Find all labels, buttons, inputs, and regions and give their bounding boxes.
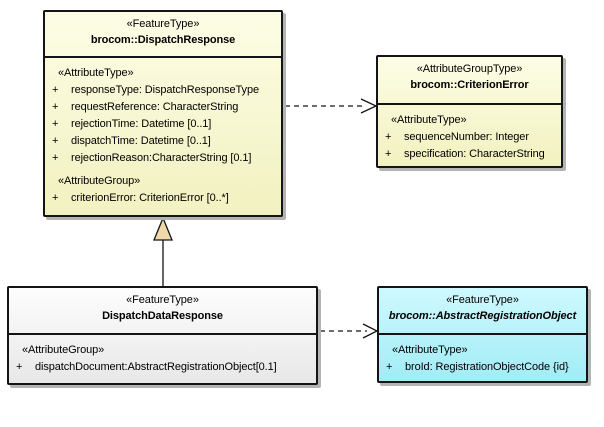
class-attributes: «AttributeType» + responseType: DispatchR… [45,58,281,207]
visibility-marker: + [52,192,59,204]
section-heading: «AttributeGroup» [58,175,141,187]
class-stereotype: «FeatureType» [446,294,519,306]
attribute-text: rejectionTime: Datetime [0..1] [71,118,212,130]
class-box-dispatch-data-response[interactable]: «FeatureType» DispatchDataResponse «Attr… [7,286,318,385]
class-box-dispatch-response[interactable]: «FeatureType» brocom::DispatchResponse «… [43,10,283,217]
attribute-row: + dispatchDocument:AbstractRegistrationOb… [9,359,316,376]
visibility-marker: + [385,148,392,160]
class-attributes: «AttributeGroup» + dispatchDocument:Abstr… [9,335,316,376]
class-stereotype: «FeatureType» [126,18,200,30]
section-heading: «AttributeGroup» [22,344,105,356]
class-name: DispatchDataResponse [102,310,223,322]
visibility-marker: + [52,152,59,164]
attribute-text: criterionError: CriterionError [0..*] [71,192,229,204]
attribute-text: rejectionReason:CharacterString [0.1] [71,152,252,164]
attribute-text: specification: CharacterString [404,148,545,160]
attribute-row: + rejectionReason:CharacterString [0.1] [45,150,281,167]
visibility-marker: + [52,135,59,147]
class-header: «AttributeGroupType» brocom::CriterionEr… [378,57,561,105]
visibility-marker: + [52,101,59,113]
class-name: brocom::CriterionError [410,79,529,91]
class-attributes: «AttributeType» + broId: RegistrationObje… [379,335,586,376]
generalization-connector-dispatchdataresponse-dispatchresponse[interactable] [153,216,173,286]
attribute-row: + sequenceNumber: Integer [378,129,561,146]
attribute-row: + broId: RegistrationObjectCode {id} [379,359,586,376]
attribute-text: broId: RegistrationObjectCode {id} [405,361,569,373]
class-box-criterion-error[interactable]: «AttributeGroupType» brocom::CriterionEr… [376,55,563,168]
section-heading: «AttributeType» [58,67,134,79]
attribute-text: dispatchTime: Datetime [0..1] [71,135,211,147]
section-heading: «AttributeType» [392,344,468,356]
class-attributes: «AttributeType» + sequenceNumber: Integer… [378,105,561,163]
class-header: «FeatureType» DispatchDataResponse [9,288,316,335]
class-box-abstract-registration-object[interactable]: «FeatureType» brocom::AbstractRegistrati… [377,286,588,383]
open-arrowhead-icon [360,98,378,114]
section-heading: «AttributeType» [391,114,467,126]
dependency-connector-dispatchdataresponse-abstractregistrationobject[interactable] [320,323,379,339]
dependency-connector-dispatchresponse-criterionerror[interactable] [285,98,378,114]
attribute-row: + dispatchTime: Datetime [0..1] [45,133,281,150]
attribute-row: + responseType: DispatchResponseType [45,82,281,99]
visibility-marker: + [386,361,393,373]
attribute-row: + criterionError: CriterionError [0..*] [45,190,281,207]
hollow-triangle-arrowhead-icon [153,216,173,241]
class-header: «FeatureType» brocom::DispatchResponse [45,12,281,58]
attribute-text: sequenceNumber: Integer [404,131,529,143]
visibility-marker: + [52,118,59,130]
attribute-row: + rejectionTime: Datetime [0..1] [45,116,281,133]
class-stereotype: «AttributeGroupType» [416,63,523,75]
class-name: brocom::DispatchResponse [90,34,236,46]
class-stereotype: «FeatureType» [126,294,199,306]
class-name: brocom::AbstractRegistrationObject [388,310,577,322]
attribute-row: + requestReference: CharacterString [45,99,281,116]
attribute-row: + specification: CharacterString [378,146,561,163]
visibility-marker: + [385,131,392,143]
class-header: «FeatureType» brocom::AbstractRegistrati… [379,288,586,335]
attribute-text: requestReference: CharacterString [71,101,239,113]
visibility-marker: + [52,84,59,96]
attribute-text: dispatchDocument:AbstractRegistrationObj… [35,361,277,373]
attribute-text: responseType: DispatchResponseType [71,84,259,96]
visibility-marker: + [16,361,23,373]
